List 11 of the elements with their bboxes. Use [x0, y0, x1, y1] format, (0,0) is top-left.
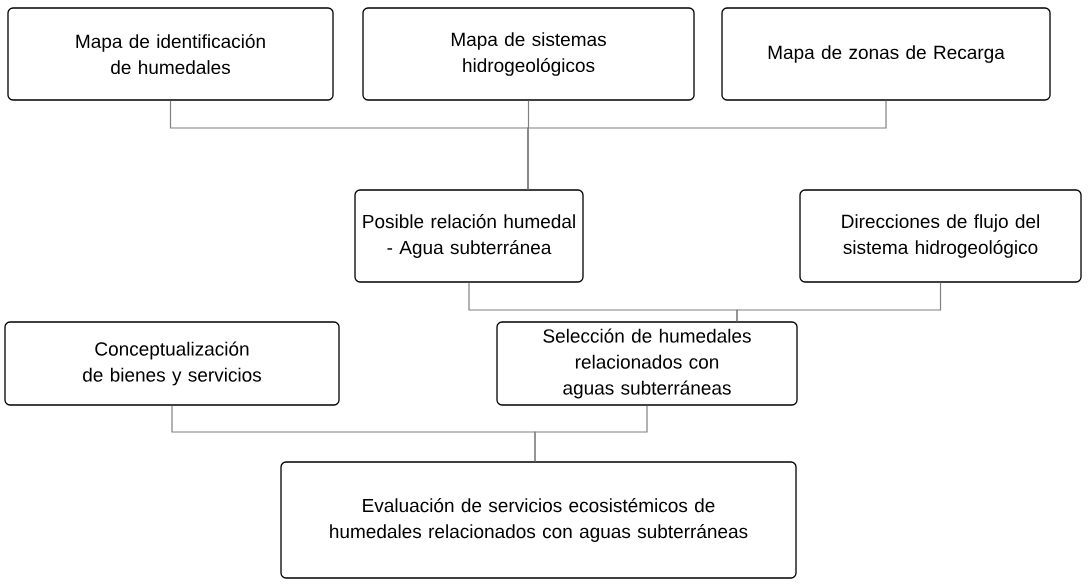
process-box: Direcciones de flujo del sistema hidrogeológico [799, 189, 1082, 283]
process-box: Posible relación humedal - Agua subterránea [354, 189, 584, 283]
process-box: Mapa de zonas de Recarga [721, 7, 1051, 101]
connector-line [534, 405, 648, 462]
process-box: Mapa de sistemas hidrogeológicos [362, 7, 695, 101]
process-box: Conceptualización de bienes y servicios [4, 321, 340, 406]
process-box: Selección de humedales relacionados con aguas subterráneas [496, 321, 798, 406]
connector-line [736, 282, 942, 322]
process-box: Evaluación de servicios ecosistémicos de humedales relacionados con aguas subterráneas [280, 461, 797, 579]
connector-line [527, 100, 887, 190]
process-box: Mapa de identificación de humedales [7, 7, 334, 101]
